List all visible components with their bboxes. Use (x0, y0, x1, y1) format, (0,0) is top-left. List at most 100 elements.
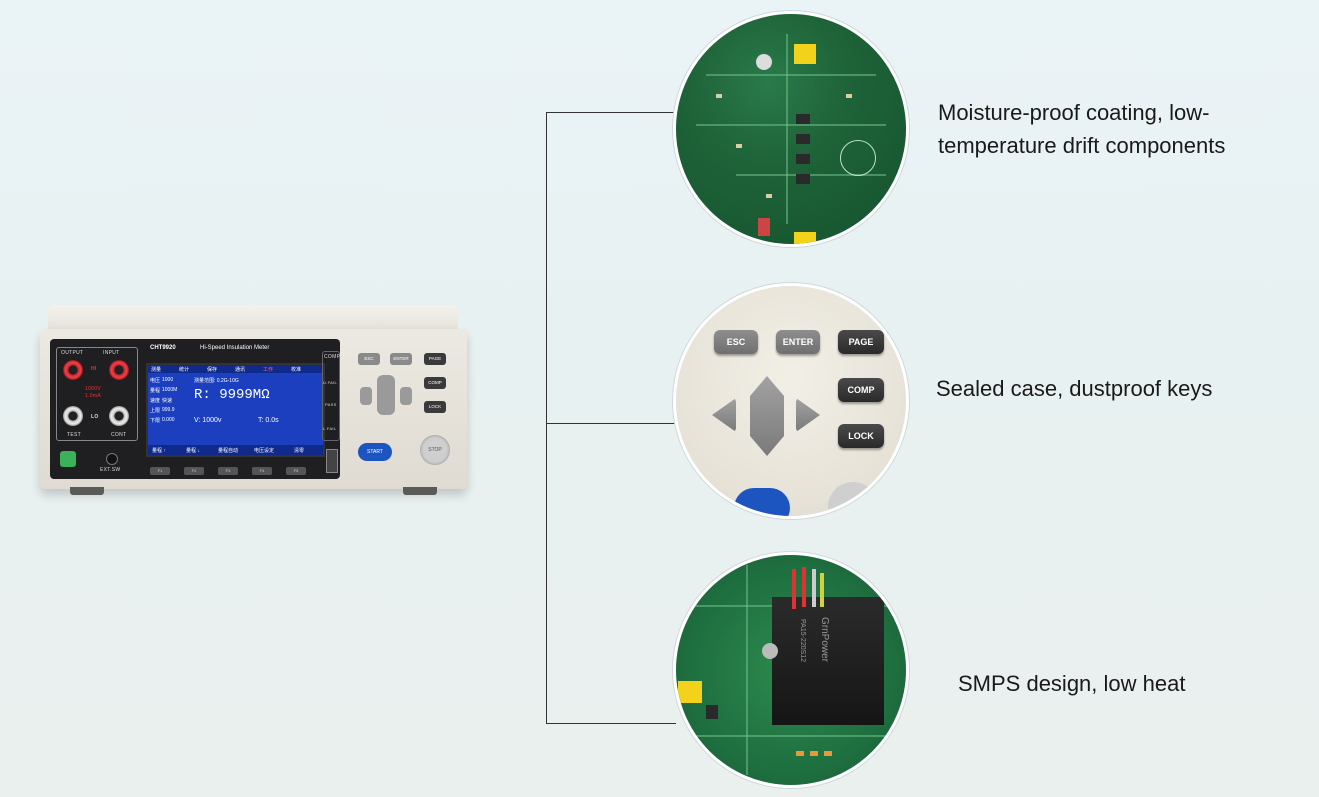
pcb-trace (736, 174, 886, 176)
param-value: 1000M (162, 387, 178, 393)
ic-chip (796, 114, 810, 124)
comp-strip-title: COMP (324, 354, 341, 360)
lcd-screen: 测量 统计 保存 通讯 工作 校准 电压 1000 量程 1000M 速度 快速… (146, 363, 325, 457)
resistance-reading: R: 9999MΩ (194, 387, 270, 403)
red-wire (802, 567, 806, 607)
ic-chip (796, 134, 810, 144)
time-reading: T: 0.0s (258, 417, 279, 424)
keypad-closeup: ESC ENTER PAGE COMP LOCK (676, 286, 906, 516)
model-label: CHT9920 (150, 345, 176, 351)
standoff (762, 643, 778, 659)
device-name-label: Hi-Speed Insulation Meter (200, 345, 270, 351)
lo-label: LO (91, 414, 99, 420)
screen-tab: 通讯 (235, 367, 246, 373)
ext-sw-label: EXT.SW (100, 467, 121, 473)
yellow-component (794, 44, 816, 64)
warning-voltage-label: 1000V (85, 386, 101, 392)
pcb-trace (686, 735, 896, 737)
pcb-trace (786, 34, 788, 224)
smd-part (846, 94, 852, 98)
left-key[interactable] (360, 387, 372, 405)
terminal-input-label: INPUT (103, 350, 120, 356)
param-value: 999.9 (162, 407, 175, 413)
softkey-label: 量程自动 (218, 448, 239, 454)
device-front-panel: OUTPUT INPUT HI 1000V 1.0mA LO TEST CONT… (40, 329, 467, 495)
zoom-stop-key (828, 482, 878, 516)
param-label: 速度 (150, 398, 161, 404)
smd-part (824, 751, 832, 756)
enter-button[interactable]: ENTER (390, 353, 412, 365)
right-key[interactable] (400, 387, 412, 405)
hi-output-jack (63, 360, 83, 380)
caption-2-line-1: Sealed case, dustproof keys (936, 376, 1213, 401)
voltage-reading: V: 1000v (194, 417, 222, 424)
usb-port (326, 449, 338, 473)
module-part-number: PA15-220S12 (799, 619, 806, 663)
zoom-right-key (796, 398, 820, 432)
terminal-block: OUTPUT INPUT HI 1000V 1.0mA LO TEST CONT (56, 347, 138, 441)
f1-key[interactable]: F1 (150, 467, 170, 475)
param-value: 快速 (162, 398, 173, 404)
up-down-key[interactable] (377, 375, 395, 415)
comp-indicator-strip: COMP U.FAIL PASS L.FAIL (322, 351, 340, 441)
param-label: 电压 (150, 378, 161, 384)
smd-part (736, 144, 742, 148)
connector-line-3 (546, 723, 676, 724)
feature-caption-2: Sealed case, dustproof keys (936, 372, 1212, 405)
terminal-test-label: TEST (67, 432, 81, 438)
hi-input-jack (109, 360, 129, 380)
ic-chip (796, 174, 810, 184)
softkey-label: 量程 ↓ (186, 448, 200, 454)
stop-button[interactable]: STOP (420, 435, 450, 465)
power-button[interactable] (60, 451, 76, 467)
ext-sw-jack (106, 453, 118, 465)
device-foot-right (403, 487, 437, 495)
lo-cont-jack (109, 406, 129, 426)
circle-outline (840, 140, 876, 176)
upper-fail-label: U.FAIL (323, 380, 338, 385)
softkey-label: 清零 (294, 448, 305, 454)
device-foot-left (70, 487, 104, 495)
esc-button[interactable]: ESC (358, 353, 380, 365)
pcb-trace (696, 124, 886, 126)
start-button[interactable]: START (358, 443, 392, 461)
smd-part (796, 751, 804, 756)
ic-chip (796, 154, 810, 164)
f2-key[interactable]: F2 (184, 467, 204, 475)
f4-key[interactable]: F4 (252, 467, 272, 475)
softkey-label: 量程 ↑ (152, 448, 166, 454)
zoom-page-key: PAGE (838, 330, 884, 354)
lo-test-jack (63, 406, 83, 426)
param-value: 0.000 (162, 417, 175, 423)
smd-part (716, 94, 722, 98)
param-label: 下限 (150, 418, 161, 424)
caption-1-line-2: temperature drift components (938, 133, 1226, 158)
warning-current-label: 1.0mA (85, 393, 101, 399)
caption-1-line-1: Moisture-proof coating, low- (938, 100, 1210, 125)
param-value: 1000 (162, 377, 174, 383)
zoom-up-down-key (750, 376, 784, 456)
screen-tab: 校准 (291, 367, 302, 373)
lock-button[interactable]: LOCK (424, 401, 446, 413)
connector-line-1 (546, 112, 678, 113)
page-button[interactable]: PAGE (424, 353, 446, 365)
comp-button[interactable]: COMP (424, 377, 446, 389)
yellow-component (794, 232, 816, 244)
hi-label: HI (91, 366, 97, 372)
smd-part (810, 751, 818, 756)
f3-key[interactable]: F3 (218, 467, 238, 475)
device-black-panel: OUTPUT INPUT HI 1000V 1.0mA LO TEST CONT… (50, 339, 340, 479)
softkey-bar: 量程 ↑ 量程 ↓ 量程自动 电压设定 清零 (148, 445, 323, 455)
screen-tab-bar: 测量 统计 保存 通讯 工作 校准 (148, 365, 323, 373)
power-module-closeup: GrnPower PA15-220S12 (676, 555, 906, 785)
zoom-enter-key: ENTER (776, 330, 820, 354)
f5-key[interactable]: F5 (286, 467, 306, 475)
red-wire (792, 569, 796, 609)
terminal-cont-label: CONT (111, 432, 127, 438)
smps-module: GrnPower PA15-220S12 (772, 597, 884, 725)
screen-tab: 工作 (263, 367, 274, 373)
pcb-trace (706, 74, 876, 76)
connector-line-2 (546, 423, 676, 424)
feature-caption-1: Moisture-proof coating, low- temperature… (938, 96, 1225, 162)
screen-tab: 统计 (179, 367, 190, 373)
